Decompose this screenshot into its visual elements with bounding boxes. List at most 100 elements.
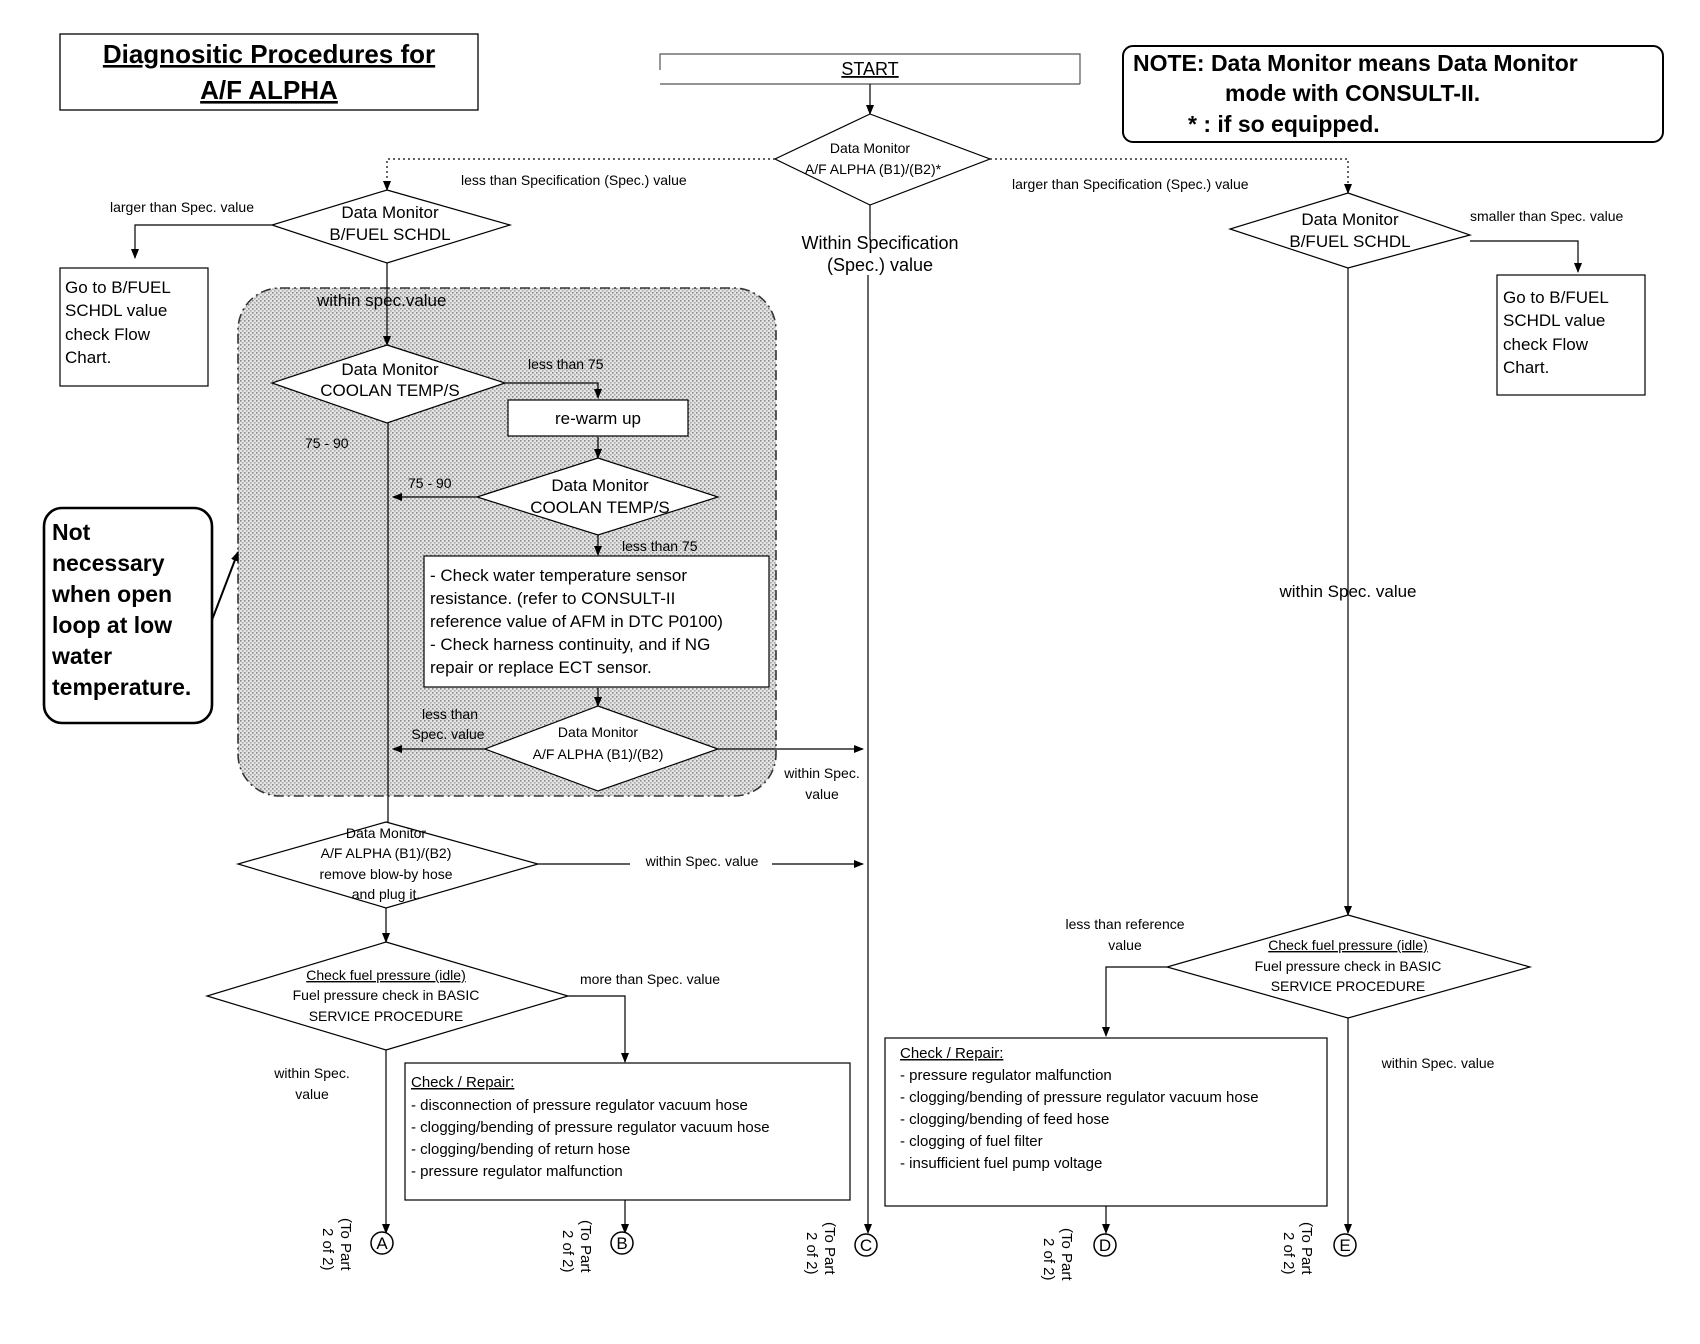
connector-d-letter: D — [1099, 1236, 1111, 1255]
rewarm-box — [507, 399, 689, 437]
label-within-spec-inner-1: within Spec. — [783, 765, 859, 781]
decision-fuel-pressure-left — [204, 941, 571, 1051]
connector-b-note-1: (To Part — [577, 1220, 594, 1273]
check-water-line1: - Check water temperature sensor — [430, 566, 687, 585]
decision-coolant-temp-2 — [475, 457, 720, 536]
decision-coolant-temp-1 — [270, 344, 507, 424]
label-less-75-b: less than 75 — [622, 538, 698, 554]
connector-d-note-2: 2 of 2) — [1040, 1238, 1057, 1281]
decision-blowby-line3: remove blow-by hose — [319, 866, 452, 882]
decision-coolant2-line1: Data Monitor — [551, 476, 649, 495]
label-within-spec-left-2: value — [295, 1086, 329, 1102]
rewarm-label: re-warm up — [555, 409, 641, 428]
label-less-reference-2: value — [1108, 937, 1142, 953]
label-within-spec-blowby: within Spec. value — [645, 853, 759, 869]
connector-d — [1093, 1233, 1117, 1257]
decision-fuel-right-line2: Fuel pressure check in BASIC — [1255, 958, 1442, 974]
decision-fuel-left-line1: Check fuel pressure (idle) — [306, 967, 466, 983]
decision-alpha-inner-line1: Data Monitor — [558, 724, 638, 740]
page-title-line2: A/F ALPHA — [200, 75, 338, 105]
check-water-line2: resistance. (refer to CONSULT-II — [430, 589, 675, 608]
label-larger-spec-value: larger than Spec. value — [110, 199, 254, 215]
label-less-75-a: less than 75 — [528, 356, 604, 372]
repair-right-item2: - clogging/bending of pressure regulator… — [900, 1089, 1259, 1106]
connector-d-note-1: (To Part — [1058, 1228, 1075, 1281]
decision-right-fuel-line2: B/FUEL SCHDL — [1289, 232, 1410, 251]
label-within-spec-inner-2: value — [805, 786, 839, 802]
callout-line2: necessary — [52, 550, 165, 576]
repair-left-item4: - pressure regulator malfunction — [411, 1163, 623, 1180]
callout-box — [42, 506, 214, 725]
repair-right-item5: - insufficient fuel pump voltage — [900, 1155, 1102, 1172]
decision-left-fuel-line2: B/FUEL SCHDL — [329, 225, 450, 244]
label-range-a: 75 - 90 — [305, 435, 349, 451]
goto-right-line1: Go to B/FUEL — [1503, 288, 1609, 307]
connector-e-letter: E — [1339, 1236, 1350, 1255]
connector-e-note-2: 2 of 2) — [1280, 1232, 1297, 1275]
start-label: START — [841, 59, 898, 79]
decision-blowby — [235, 821, 541, 909]
label-within-spec-center-1: Within Specification — [801, 233, 958, 253]
check-water-box — [423, 555, 770, 688]
repair-left-heading: Check / Repair: — [411, 1074, 514, 1091]
decision-left-fuel-line1: Data Monitor — [341, 203, 439, 222]
goto-left-line2: SCHDL value — [65, 301, 167, 320]
goto-right-line2: SCHDL value — [1503, 311, 1605, 330]
repair-right-item4: - clogging of fuel filter — [900, 1133, 1043, 1150]
decision-fuel-pressure-right — [1164, 914, 1533, 1019]
callout-line5: water — [51, 643, 112, 669]
connector-b-note-2: 2 of 2) — [559, 1230, 576, 1273]
connector-a — [370, 1231, 394, 1255]
label-within-spec-center-2: (Spec.) value — [827, 255, 933, 275]
decision-top-af-alpha — [773, 113, 992, 206]
callout-line4: loop at low — [52, 612, 172, 638]
callout-line3: when open — [51, 581, 172, 607]
connector-a-note-2: 2 of 2) — [319, 1228, 336, 1271]
decision-fuel-right-line3: SERVICE PROCEDURE — [1271, 978, 1426, 994]
page-title-line1: Diagnositic Procedures for — [103, 39, 435, 69]
decision-blowby-line4: and plug it. — [352, 886, 421, 902]
decision-fuel-left-line3: SERVICE PROCEDURE — [309, 1008, 464, 1024]
connector-a-note-1: (To Part — [337, 1218, 354, 1271]
label-larger-spec: larger than Specification (Spec.) value — [1012, 176, 1249, 192]
check-water-line4: - Check harness continuity, and if NG — [430, 635, 710, 654]
goto-right-line4: Chart. — [1503, 358, 1549, 377]
note-line2: mode with CONSULT-II. — [1225, 80, 1480, 106]
decision-top-line2: A/F ALPHA (B1)/(B2)* — [805, 161, 942, 177]
repair-box-right — [884, 1037, 1328, 1207]
decision-top-line1: Data Monitor — [830, 140, 910, 156]
label-less-than-spec-1: less than — [422, 706, 478, 722]
label-within-spec-right-low: within Spec. value — [1381, 1055, 1495, 1071]
decision-fuel-right-line1: Check fuel pressure (idle) — [1268, 937, 1428, 953]
connector-c-letter: C — [860, 1236, 872, 1255]
label-more-than-spec: more than Spec. value — [580, 971, 720, 987]
title-box — [59, 33, 479, 111]
repair-right-item3: - clogging/bending of feed hose — [900, 1111, 1109, 1128]
decision-coolant1-line1: Data Monitor — [341, 360, 439, 379]
decision-blowby-line2: A/F ALPHA (B1)/(B2) — [321, 845, 452, 861]
connector-e-note-1: (To Part — [1298, 1222, 1315, 1275]
goto-left-line3: check Flow — [65, 325, 151, 344]
decision-right-fuel-schdl — [1228, 192, 1473, 269]
decision-fuel-left-line2: Fuel pressure check in BASIC — [293, 987, 480, 1003]
label-within-spec-right-mid: within Spec. value — [1278, 582, 1416, 601]
label-within-spec-left-1: within Spec. — [273, 1065, 349, 1081]
repair-box-left — [404, 1062, 851, 1201]
repair-left-item2: - clogging/bending of pressure regulator… — [411, 1119, 770, 1136]
connector-b-letter: B — [616, 1234, 627, 1253]
decision-coolant2-line2: COOLAN TEMP/S — [530, 498, 670, 517]
note-box — [1122, 45, 1664, 143]
goto-left-line1: Go to B/FUEL — [65, 278, 171, 297]
note-line1: NOTE: Data Monitor means Data Monitor — [1133, 50, 1578, 76]
callout-line1: Not — [52, 519, 91, 545]
connector-c-note-2: 2 of 2) — [803, 1232, 820, 1275]
connector-e — [1333, 1233, 1357, 1257]
connector-a-letter: A — [376, 1234, 388, 1253]
repair-right-heading: Check / Repair: — [900, 1045, 1003, 1062]
repair-left-item3: - clogging/bending of return hose — [411, 1141, 630, 1158]
check-water-line5: repair or replace ECT sensor. — [430, 658, 652, 677]
decision-coolant1-line2: COOLAN TEMP/S — [320, 381, 460, 400]
decision-af-alpha-inner — [483, 705, 720, 792]
connector-c — [854, 1233, 878, 1257]
